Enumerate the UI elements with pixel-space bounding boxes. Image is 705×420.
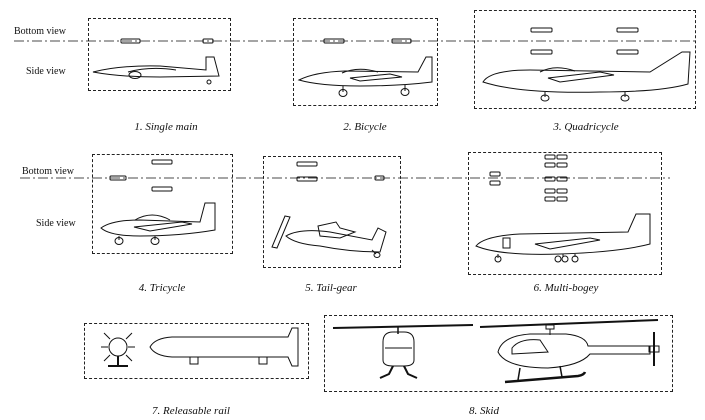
aircraft-fuselage (285, 227, 387, 253)
skid-leg (379, 365, 394, 379)
panel-tricycle (92, 154, 233, 254)
wheel-footprint (530, 49, 553, 55)
main-wheel (150, 237, 160, 245)
caption-tail-gear: 5. Tail-gear (305, 282, 357, 294)
wheel-footprint (556, 162, 568, 168)
caption-tricycle: 4. Tricycle (138, 282, 186, 294)
launcher-head (108, 337, 128, 357)
panel-single-main (88, 18, 231, 91)
tail-gear-figure (271, 161, 387, 258)
wheel (620, 94, 630, 102)
nose-wheel (494, 255, 502, 263)
missile-body (149, 327, 299, 367)
wheel-footprint (489, 171, 501, 177)
quadricycle-figure (482, 27, 691, 102)
tricycle-figure (100, 159, 216, 245)
wheel-footprint (556, 188, 568, 194)
nose-wheel (114, 237, 124, 245)
rail-shoe (258, 356, 268, 365)
wheel-footprint (544, 196, 556, 202)
aircraft-fuselage (92, 56, 220, 78)
wheel-footprint (109, 175, 127, 181)
wheel-footprint (120, 38, 141, 44)
skid-rail (504, 371, 587, 384)
aircraft-wing (547, 71, 615, 83)
aircraft-wing (534, 237, 601, 250)
wheel-footprint (323, 38, 345, 44)
wheel-footprint (391, 38, 412, 44)
wheel-footprint (544, 154, 556, 160)
main-wheel (400, 88, 410, 96)
wheel-footprint (544, 176, 556, 182)
skid-figure (332, 319, 660, 384)
wheel-footprint (556, 196, 568, 202)
wheel-footprint (616, 49, 639, 55)
wheel-footprint (544, 162, 556, 168)
caption-releasable-rail: 7. Releasable rail (152, 405, 230, 417)
bogey-wheel (561, 255, 569, 263)
row2-side-view-label: Side view (36, 218, 76, 229)
aircraft-canopy (134, 214, 171, 221)
aircraft-wing (133, 221, 193, 232)
helicopter-window (511, 339, 549, 355)
wheel-footprint (616, 27, 639, 33)
rotor-blade (332, 324, 474, 329)
wheel-footprint (489, 180, 501, 186)
releasable-rail-figure (101, 327, 299, 367)
helicopter-cabin-front (382, 331, 415, 367)
panel-quadricycle (474, 10, 696, 109)
panel-tail-gear (263, 156, 401, 268)
aircraft-fuselage (297, 56, 433, 87)
aircraft-window (502, 237, 511, 249)
wheel-footprint (530, 27, 553, 33)
single-main-figure (92, 38, 220, 85)
multi-bogey-figure (475, 154, 651, 263)
wheel-footprint (296, 161, 318, 167)
skid-leg (403, 365, 418, 379)
main-wheel (128, 71, 142, 79)
panel-skid (324, 315, 673, 392)
aircraft-wing (349, 73, 403, 82)
main-gear-leg (271, 215, 291, 249)
bicycle-figure (297, 38, 433, 97)
row2-bottom-view-label: Bottom view (22, 166, 74, 177)
aircraft-fuselage (482, 51, 691, 93)
wheel-footprint (151, 186, 173, 192)
wheel-footprint (296, 176, 318, 182)
caption-bicycle: 2. Bicycle (343, 121, 387, 133)
rotor-blade (479, 319, 659, 328)
tail-skid (206, 79, 212, 85)
aircraft-fuselage (100, 202, 216, 237)
aircraft-fuselage (475, 213, 651, 255)
wheel (540, 94, 550, 102)
nose-wheel (338, 89, 348, 97)
helicopter-cabin (497, 333, 651, 369)
wheel-footprint (151, 159, 173, 165)
tail-wheel (373, 252, 381, 258)
caption-quadricycle: 3. Quadricycle (553, 121, 619, 133)
bogey-wheel (571, 255, 579, 263)
bogey-wheel (554, 255, 562, 263)
row1-side-view-label: Side view (26, 66, 66, 77)
wheel-footprint (202, 38, 214, 44)
aircraft-canopy (341, 68, 379, 74)
panel-multi-bogey (468, 152, 662, 275)
wheel-footprint (374, 175, 385, 181)
wheel-footprint (556, 176, 568, 182)
wheel-footprint (556, 154, 568, 160)
panel-releasable-rail (84, 323, 309, 379)
panel-bicycle (293, 18, 438, 106)
rail-shoe (189, 356, 199, 365)
caption-skid: 8. Skid (469, 405, 499, 417)
aircraft-wing (127, 67, 177, 73)
aircraft-canopy (539, 67, 576, 73)
aircraft-wing (317, 221, 357, 239)
row1-bottom-view-label: Bottom view (14, 26, 66, 37)
caption-single-main: 1. Single main (134, 121, 198, 133)
caption-multi-bogey: 6. Multi-bogey (533, 282, 599, 294)
wheel-footprint (544, 188, 556, 194)
rotor-mast (545, 324, 555, 330)
